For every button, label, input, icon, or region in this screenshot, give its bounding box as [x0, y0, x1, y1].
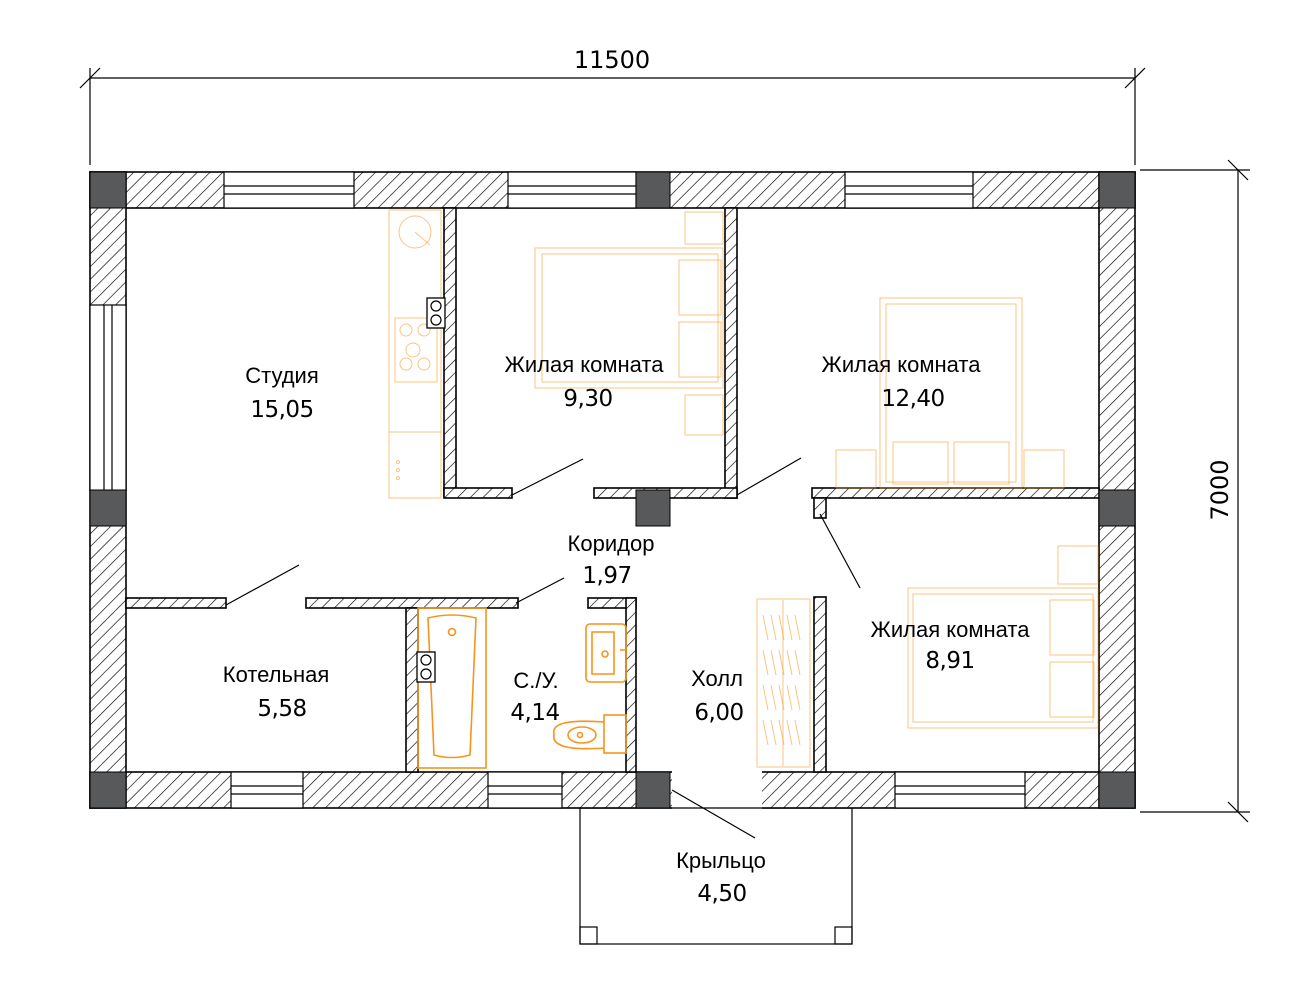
room-studio: Студия 15,05 — [245, 363, 319, 423]
window-top-1 — [223, 171, 355, 209]
interior-walls — [125, 207, 1100, 773]
window-bottom-2 — [487, 771, 563, 809]
chimney-vent-1 — [426, 297, 446, 329]
porch — [579, 807, 853, 945]
washbasin-icon — [585, 623, 627, 683]
wardrobe-icon — [756, 598, 811, 768]
room-name: Жилая комната — [822, 352, 982, 377]
windows — [89, 171, 1026, 809]
room-area: 4,14 — [510, 700, 559, 726]
bed-icon — [534, 211, 724, 436]
room-name: Студия — [245, 363, 319, 388]
room-name: Крыльцо — [676, 848, 766, 873]
room-area: 6,00 — [694, 700, 743, 726]
room-living-1: Жилая комната 9,30 — [505, 352, 665, 412]
room-area: 15,05 — [250, 397, 313, 423]
room-name: Жилая комната — [871, 617, 1031, 642]
room-area: 12,40 — [881, 386, 944, 412]
room-porch: Крыльцо 4,50 — [676, 848, 766, 907]
dimension-height: 7000 — [1140, 159, 1250, 823]
window-top-3 — [844, 171, 974, 209]
toilet-icon — [553, 714, 627, 754]
bed-icon — [907, 545, 1099, 729]
stove-icon — [394, 317, 438, 383]
room-name: Жилая комната — [505, 352, 665, 377]
room-corridor: Коридор 1,97 — [568, 531, 655, 589]
entrance-opening — [672, 770, 762, 810]
chimney-vent-2 — [416, 651, 436, 683]
room-name: С./У. — [513, 668, 558, 693]
room-area: 5,58 — [257, 696, 306, 722]
columns — [89, 171, 1136, 809]
window-bottom-1 — [230, 771, 304, 809]
window-top-2 — [507, 171, 637, 209]
room-area: 4,50 — [697, 881, 746, 907]
bed-icon — [835, 297, 1065, 489]
room-area: 1,97 — [582, 563, 631, 589]
room-bathroom: С./У. 4,14 — [510, 668, 560, 726]
dimension-height-label: 7000 — [1206, 459, 1234, 520]
door-swings — [225, 457, 861, 839]
room-living-2: Жилая комната 12,40 — [822, 352, 982, 412]
room-living-3: Жилая комната 8,91 — [871, 617, 1031, 674]
window-bottom-3 — [894, 771, 1026, 809]
dimension-width-label: 11500 — [574, 46, 650, 74]
sink-icon — [398, 215, 432, 249]
room-hall: Холл 6,00 — [691, 666, 744, 726]
room-name: Котельная — [223, 662, 330, 687]
room-area: 8,91 — [925, 648, 974, 674]
dimension-width: 11500 — [79, 46, 1146, 165]
room-name: Коридор — [568, 531, 655, 556]
window-left — [89, 304, 127, 492]
room-boiler: Котельная 5,58 — [223, 662, 330, 722]
bathtub-icon — [417, 607, 487, 769]
kitchen-furniture — [388, 209, 442, 499]
room-name: Холл — [691, 666, 743, 691]
room-area: 9,30 — [563, 386, 612, 412]
